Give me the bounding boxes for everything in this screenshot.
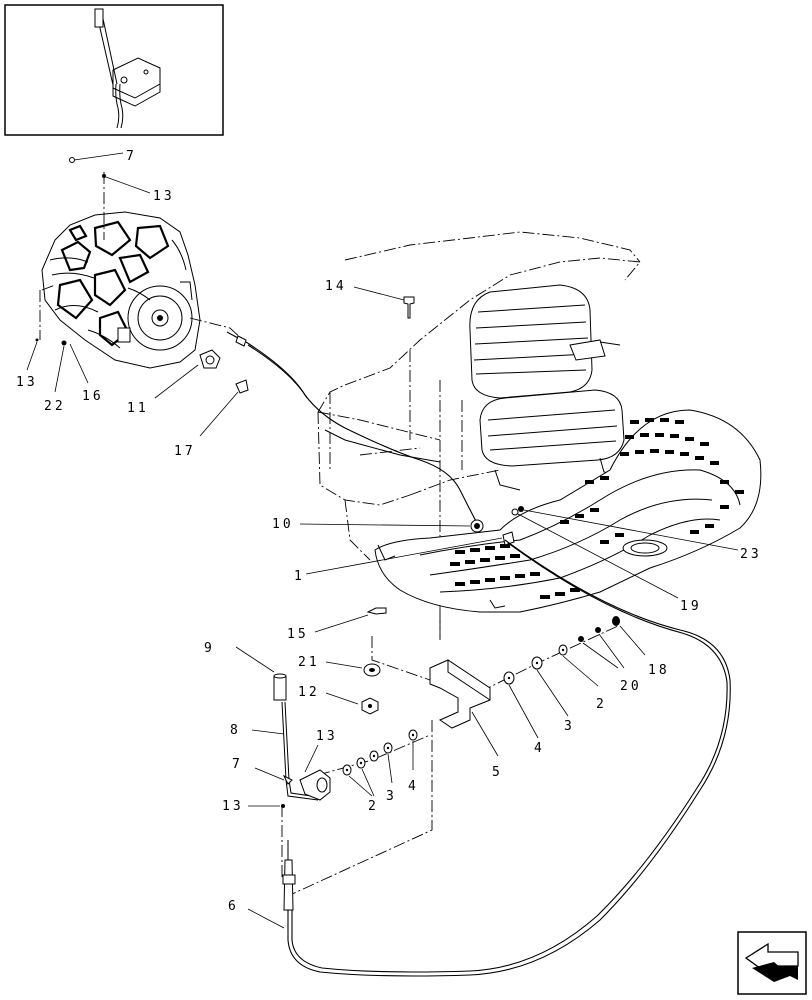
callout-2-left: 2 <box>368 799 379 814</box>
machine-frame <box>317 231 641 640</box>
callout-3-left: 3 <box>386 789 397 804</box>
callout-13-bottom: 13 <box>222 799 244 814</box>
engine-callouts: 7 13 13 22 16 <box>16 149 175 414</box>
callout-13-top: 13 <box>153 189 175 204</box>
callout-23: 23 <box>740 547 762 562</box>
callout-20: 20 <box>620 679 642 694</box>
callout-5: 5 <box>492 765 503 780</box>
callout-14: 14 <box>325 279 347 294</box>
callout-4-right: 4 <box>534 741 545 756</box>
callout-7-lever: 7 <box>232 757 243 772</box>
floor-mat-icon <box>374 409 762 613</box>
operator-seat-icon <box>469 284 625 491</box>
callout-12: 12 <box>298 685 320 700</box>
callout-19: 19 <box>680 599 702 614</box>
callout-7-top: 7 <box>126 149 137 164</box>
callout-4-left: 4 <box>408 779 419 794</box>
engine-bracket-parts: 11 17 <box>127 317 249 459</box>
upper-callouts: 14 10 1 23 19 15 <box>272 279 762 642</box>
callout-2-right: 2 <box>596 697 607 712</box>
callout-13-lever: 13 <box>316 729 338 744</box>
upper-cable <box>245 341 524 546</box>
callout-18: 18 <box>648 663 670 678</box>
callout-8: 8 <box>230 723 241 738</box>
callout-17: 17 <box>174 444 196 459</box>
throttle-cable: 6 <box>228 539 731 977</box>
engine-icon <box>39 211 201 369</box>
callout-22: 22 <box>44 399 66 414</box>
callout-9: 9 <box>204 641 215 656</box>
callout-16: 16 <box>82 389 104 404</box>
callout-10: 10 <box>272 517 294 532</box>
callout-15: 15 <box>287 627 309 642</box>
callout-1: 1 <box>294 569 305 584</box>
lower-assembly: 5 4 3 2 20 18 21 12 9 <box>204 612 670 896</box>
callout-13-left: 13 <box>16 375 38 390</box>
callout-3-right: 3 <box>564 719 575 734</box>
next-page-arrow-icon[interactable] <box>737 931 807 995</box>
callout-21: 21 <box>298 655 320 670</box>
callout-6: 6 <box>228 899 239 914</box>
throttle-lever-inset-icon <box>4 4 224 136</box>
callout-11: 11 <box>127 401 149 416</box>
